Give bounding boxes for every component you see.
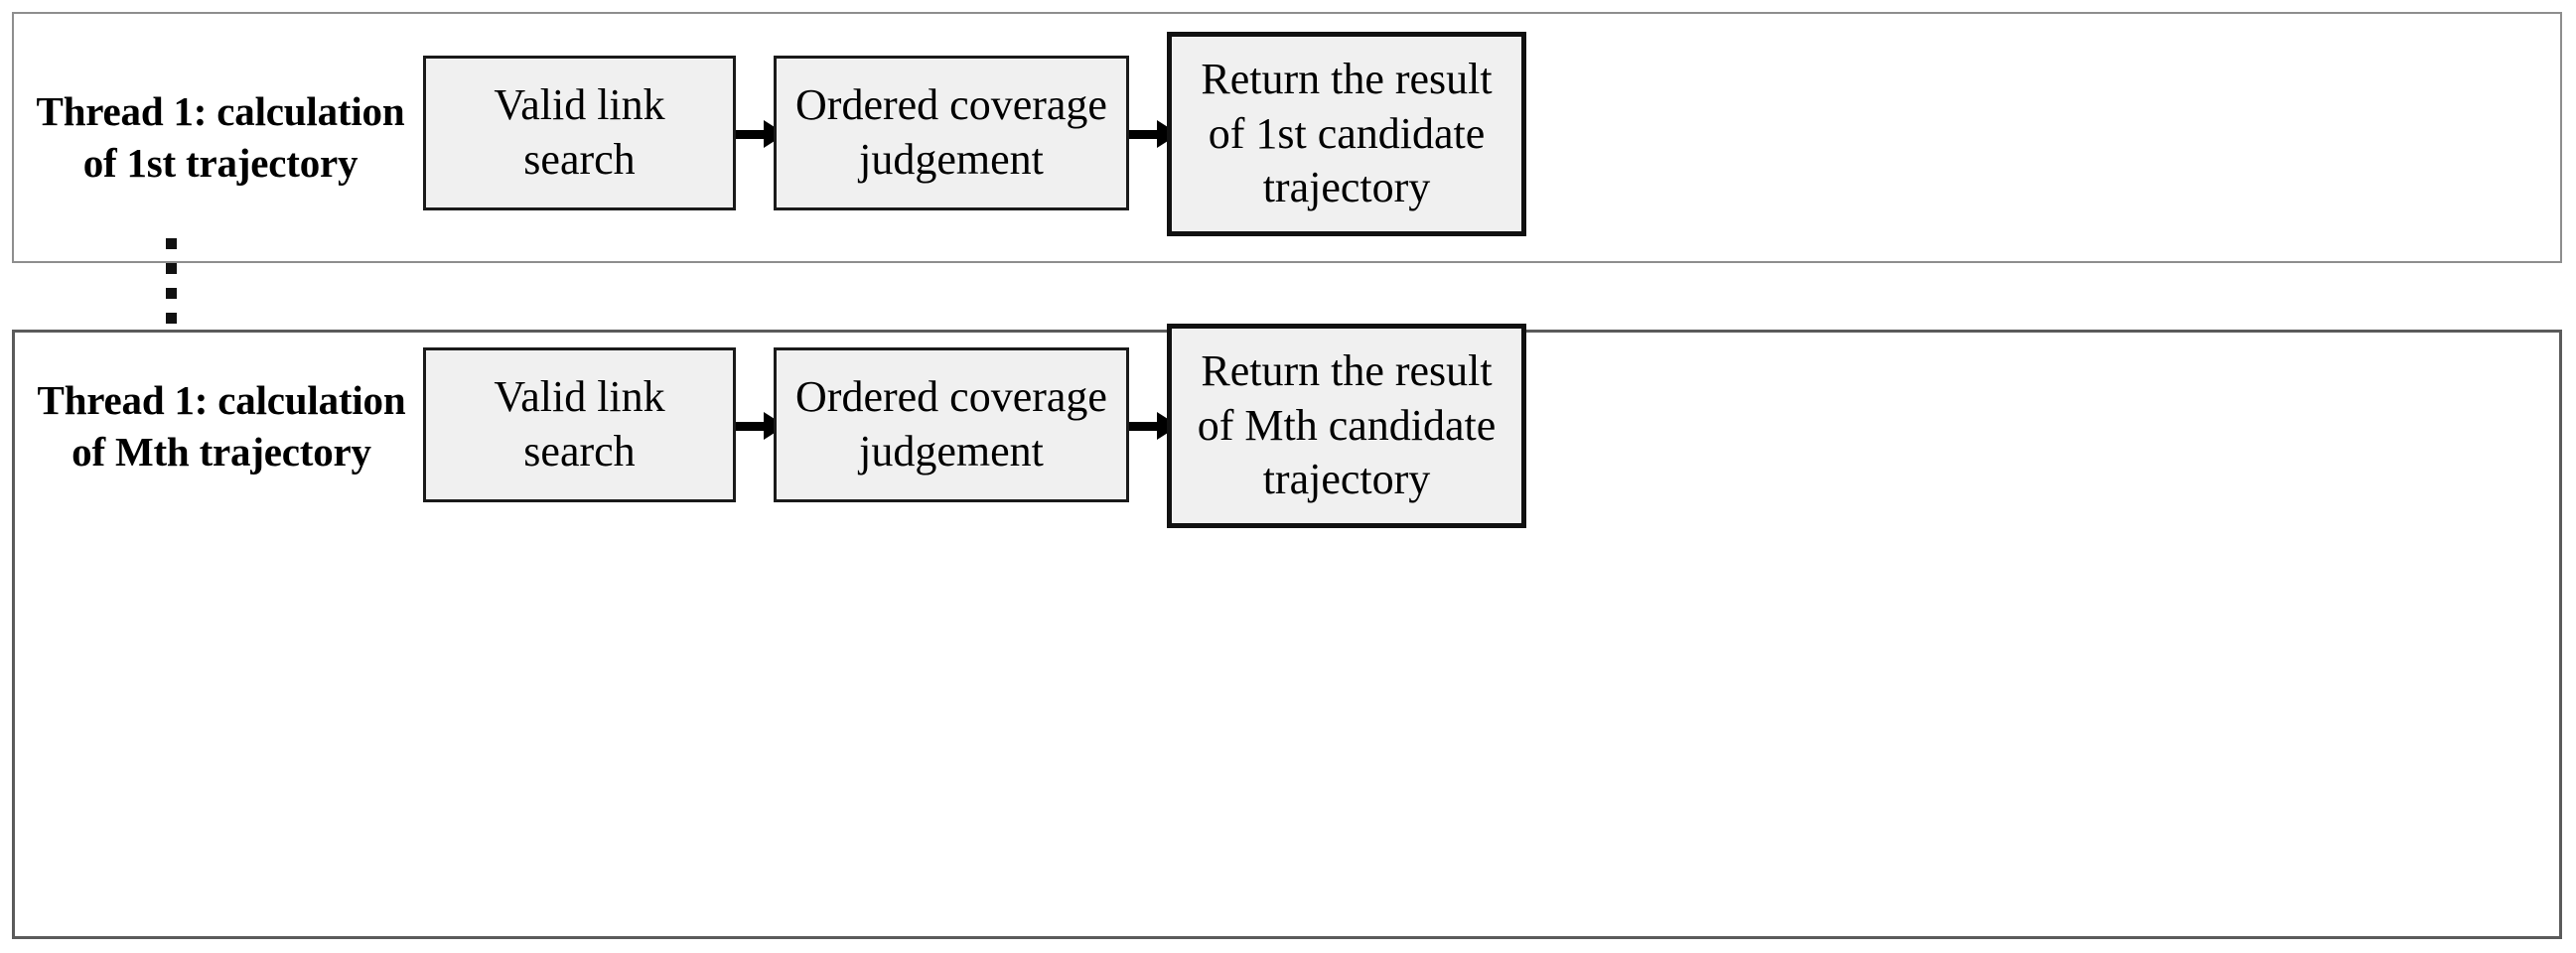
step-text-line-2: search <box>523 135 636 184</box>
thread-1-step-valid-link-search[interactable]: Valid link search <box>423 56 736 210</box>
connector-dot <box>166 263 177 274</box>
thread-panel-m: Thread 1: calculation of Mth trajectory … <box>12 324 2562 939</box>
step-text-line-3: trajectory <box>1262 163 1431 212</box>
step-text-line-1: Return the result <box>1201 346 1493 396</box>
thread-m-step-valid-link-search[interactable]: Valid link search <box>423 347 736 502</box>
thread-m-label-line-2: of Mth trajectory <box>72 429 371 476</box>
thread-m-label: Thread 1: calculation of Mth trajectory <box>33 374 410 478</box>
connector-dot <box>166 238 177 249</box>
arrow-shaft <box>1129 129 1157 139</box>
arrow-shaft <box>1129 421 1157 431</box>
thread-1-label: Thread 1: calculation of 1st trajectory <box>32 85 409 190</box>
thread-panel-1: Thread 1: calculation of 1st trajectory … <box>12 12 2562 263</box>
step-text-line-1: Valid link <box>494 372 665 422</box>
thread-m-step-ordered-coverage-judgement[interactable]: Ordered coverage judgement <box>774 347 1129 502</box>
step-text: Return the result of Mth candidate traje… <box>1188 344 1506 507</box>
connector-dot <box>166 313 177 324</box>
step-text-line-2: of Mth candidate <box>1197 400 1497 450</box>
step-text-line-2: judgement <box>859 427 1044 476</box>
step-text-line-1: Ordered coverage <box>795 372 1107 422</box>
step-text-line-3: trajectory <box>1262 455 1431 504</box>
step-text: Ordered coverage judgement <box>786 370 1117 478</box>
thread-1-label-line-2: of 1st trajectory <box>82 140 358 187</box>
connector-dot <box>166 288 177 299</box>
thread-1-step-return-result[interactable]: Return the result of 1st candidate traje… <box>1167 32 1526 236</box>
step-text: Valid link search <box>484 370 674 478</box>
step-text: Return the result of 1st candidate traje… <box>1191 53 1502 215</box>
step-text-line-2: search <box>523 427 636 476</box>
step-text-line-1: Return the result <box>1201 55 1493 104</box>
arrow-shaft <box>736 421 764 431</box>
step-text: Ordered coverage judgement <box>786 78 1117 187</box>
thread-1-step-ordered-coverage-judgement[interactable]: Ordered coverage judgement <box>774 56 1129 210</box>
thread-1-label-line-1: Thread 1: calculation <box>36 88 405 134</box>
step-text-line-1: Ordered coverage <box>795 80 1107 130</box>
step-text-line-1: Valid link <box>494 80 665 130</box>
step-text-line-2: of 1st candidate <box>1208 108 1486 158</box>
step-text-line-2: judgement <box>859 135 1044 184</box>
thread-m-label-line-1: Thread 1: calculation <box>37 377 406 423</box>
arrow-shaft <box>736 129 764 139</box>
step-text: Valid link search <box>484 78 674 187</box>
thread-m-step-return-result[interactable]: Return the result of Mth candidate traje… <box>1167 324 1526 528</box>
